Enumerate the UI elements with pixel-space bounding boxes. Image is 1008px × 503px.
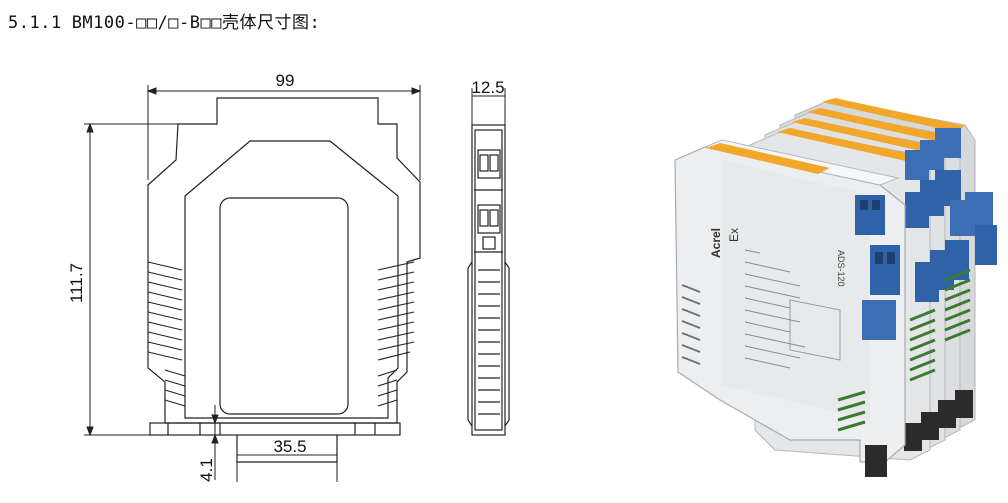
- height-dimension: [84, 122, 178, 437]
- product-photo: Acrel Ex ADS-120: [674, 98, 997, 477]
- front-view-right-vents: [377, 261, 415, 407]
- front-view-drawing: [147, 97, 421, 463]
- depth-label: 12.5: [471, 78, 504, 97]
- front-module: Acrel Ex ADS-120: [674, 139, 906, 477]
- model-label: ADS-120: [836, 250, 846, 287]
- rail-dimension: [236, 454, 338, 482]
- section-heading: 5.1.1 BM100-□□/□-B□□壳体尺寸图:: [8, 8, 320, 33]
- front-view-left-vents: [147, 261, 186, 407]
- width-label: 99: [276, 71, 295, 90]
- side-view-drawing: [467, 124, 510, 436]
- section-title: BM100-□□/□-B□□壳体尺寸图:: [71, 13, 321, 33]
- width-dimension: [146, 85, 422, 180]
- foot-label: 4.1: [197, 458, 216, 482]
- ex-mark: Ex: [727, 228, 741, 242]
- rail-label: 35.5: [273, 437, 306, 456]
- section-number: 5.1.1: [8, 13, 62, 33]
- height-label: 111.7: [67, 263, 86, 303]
- depth-dimension: [471, 88, 506, 125]
- foot-dimension: [211, 405, 219, 480]
- brand-label: Acrel: [709, 228, 723, 258]
